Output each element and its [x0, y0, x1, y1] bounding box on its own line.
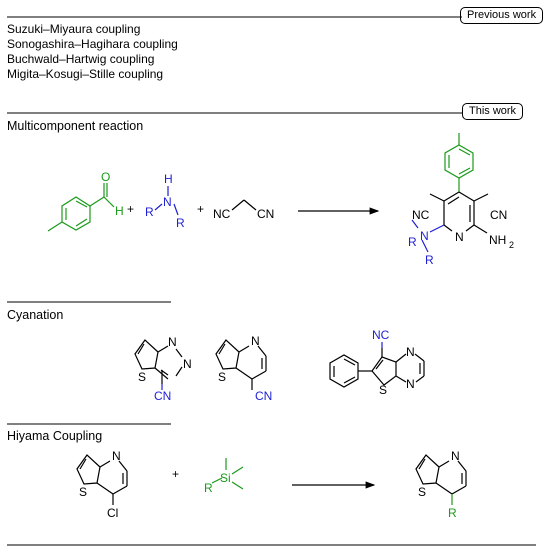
hiyama-prod-S: S	[418, 485, 426, 499]
cyano-1-N2: N	[183, 357, 192, 371]
plus-2: +	[197, 202, 204, 216]
hiyama-sm-N: N	[112, 449, 121, 463]
cyano-3-NC: NC	[372, 328, 390, 342]
product-R2: R	[425, 253, 434, 267]
coupling-suzuki: Suzuki–Miyaura coupling	[7, 22, 141, 36]
aldehyde-H: H	[115, 204, 124, 218]
amine-N: N	[163, 195, 172, 209]
product-amine-N: N	[420, 229, 429, 243]
hiyama-product	[415, 454, 467, 495]
this-work-tag: This work	[462, 103, 524, 120]
product-ring-N: N	[455, 230, 464, 244]
cyano-2-S: S	[218, 370, 226, 384]
hiyama-plus: +	[172, 467, 179, 481]
hiyama-title: Hiyama Coupling	[7, 429, 103, 443]
amine-molecule	[154, 186, 179, 216]
product-NH2-subscript: 2	[509, 240, 514, 250]
amine-R2: R	[176, 216, 185, 230]
hiyama-reagent-R: R	[204, 481, 213, 495]
plus-1: +	[127, 202, 134, 216]
cyano-3-N1: N	[406, 345, 415, 359]
product-R2-bond	[421, 239, 429, 253]
cyano-1-N1: N	[168, 335, 177, 349]
product-CN: CN	[490, 208, 507, 222]
cyano-molecule-1	[134, 339, 183, 384]
cyano-molecule-3	[329, 348, 425, 388]
product-pyridine-ring	[429, 191, 489, 234]
cyanation-title: Cyanation	[7, 308, 64, 322]
product-tolyl	[444, 133, 474, 192]
cyano-3-N2: N	[406, 377, 415, 391]
hiyama-starting-material	[76, 454, 128, 505]
hiyama-prod-N: N	[451, 449, 460, 463]
hiyama-sm-Cl: Cl	[107, 506, 118, 520]
hiyama-silane	[211, 458, 244, 490]
multicomponent-title: Multicomponent reaction	[7, 119, 144, 133]
coupling-stille: Migita–Kosugi–Stille coupling	[7, 67, 164, 81]
cyano-molecule-2	[215, 339, 267, 390]
coupling-sonogashira: Sonogashira–Hagihara coupling	[7, 37, 178, 51]
hiyama-prod-R: R	[448, 506, 457, 520]
product-NH2: NH	[489, 233, 506, 247]
cyano-2-CN: CN	[255, 389, 272, 403]
product-R1: R	[408, 235, 417, 249]
hiyama-reagent-Si: Si	[220, 471, 231, 485]
coupling-buchwald: Buchwald–Hartwig coupling	[7, 52, 155, 66]
malononitrile-molecule	[231, 199, 257, 211]
aldehyde-molecule	[47, 183, 115, 232]
aldehyde-O: O	[101, 170, 110, 184]
cyano-2-N: N	[251, 334, 260, 348]
amine-R1: R	[145, 205, 154, 219]
malononitrile-NC: NC	[213, 207, 231, 221]
product-R1-bond	[411, 219, 419, 229]
product-NC: NC	[412, 208, 430, 222]
cyano-1-S: S	[138, 370, 146, 384]
product-N-bond	[429, 224, 445, 233]
cyano-1-CN: CN	[154, 389, 171, 403]
previous-work-tag: Previous work	[460, 7, 543, 24]
malononitrile-CN: CN	[257, 207, 274, 221]
cyano-3-S: S	[379, 383, 387, 397]
hiyama-sm-S: S	[79, 485, 87, 499]
amine-H: H	[164, 172, 173, 186]
